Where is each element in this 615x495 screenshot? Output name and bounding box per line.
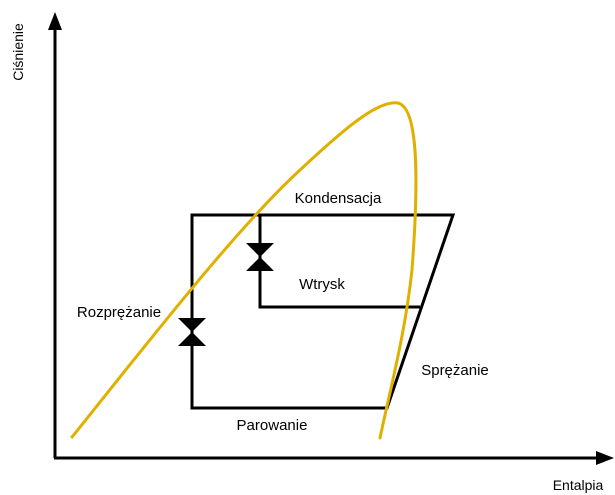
label-condensation: Kondensacja xyxy=(295,190,382,207)
label-expansion: Rozprężanie xyxy=(77,304,161,321)
axes xyxy=(48,12,614,465)
label-compression: Sprężanie xyxy=(421,362,489,379)
injection-valve-icon xyxy=(246,243,274,271)
arrow-right-icon xyxy=(596,451,614,465)
label-evaporation: Parowanie xyxy=(237,417,308,434)
label-injection: Wtrysk xyxy=(299,276,345,293)
injection-branch xyxy=(258,215,420,309)
saturation-curve xyxy=(70,101,418,440)
x-axis-label: Entalpia xyxy=(553,477,604,493)
arrow-up-icon xyxy=(48,12,62,30)
y-axis-label: Ciśnienie xyxy=(10,23,26,81)
expansion-valve-icon xyxy=(178,318,206,346)
